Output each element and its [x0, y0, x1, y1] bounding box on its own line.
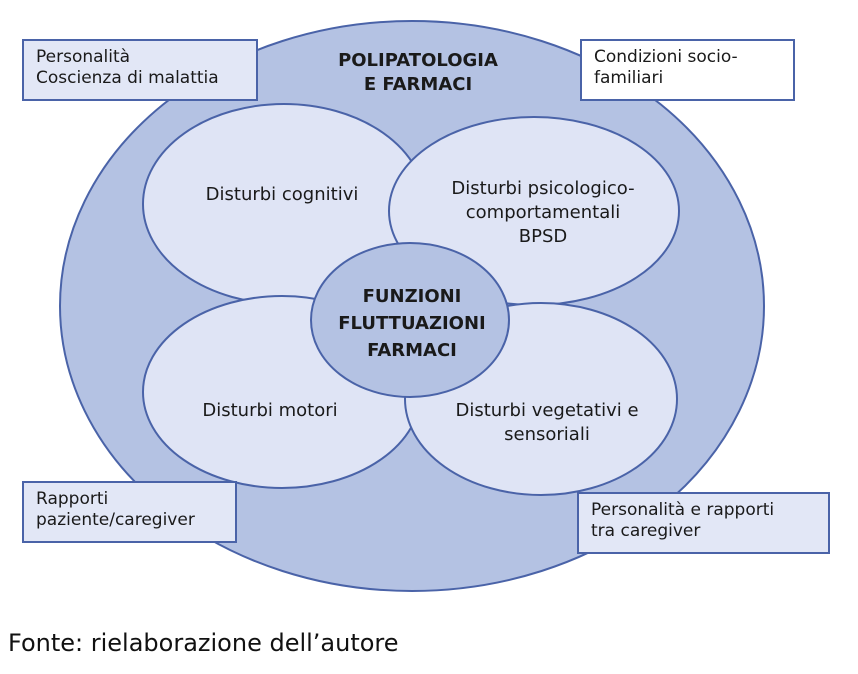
- corner-box-line: familiari: [594, 68, 664, 88]
- text-tl-line: Disturbi cognitivi: [206, 184, 359, 205]
- corner-box-line: paziente/caregiver: [36, 510, 195, 530]
- corner-box-line: tra caregiver: [591, 521, 701, 541]
- petal-vegetative-label: Disturbi vegetativi e sensoriali: [455, 400, 638, 445]
- text-tr-line: BPSD: [519, 226, 568, 247]
- text-tr-line: Disturbi psicologico-: [451, 178, 634, 199]
- center-title-line: FUNZIONI: [363, 286, 462, 307]
- center-title-line: FLUTTUAZIONI: [338, 313, 486, 334]
- source-caption: Fonte: rielaborazione dell’autore: [8, 629, 399, 657]
- outer-title: POLIPATOLOGIA E FARMACI: [338, 50, 498, 95]
- corner-box-top-right: Condizioni socio-familiari: [580, 39, 795, 101]
- text-br-line: Disturbi vegetativi e: [455, 400, 638, 421]
- petal-motor-label: Disturbi motori: [202, 400, 337, 421]
- corner-box-line: Rapporti: [36, 489, 109, 509]
- center-title-line: FARMACI: [367, 340, 457, 361]
- center-title: FUNZIONI FLUTTUAZIONI FARMACI: [338, 286, 486, 361]
- text-br-line: sensoriali: [504, 424, 590, 445]
- corner-box-line: Personalità: [36, 47, 131, 67]
- text-tr-line: comportamentali: [466, 202, 620, 223]
- corner-box-line: Condizioni socio-: [594, 47, 738, 67]
- petal-cognitive-label: Disturbi cognitivi: [206, 184, 359, 205]
- corner-box-line: Personalità e rapporti: [591, 500, 775, 520]
- text-bl-line: Disturbi motori: [202, 400, 337, 421]
- outer-title-line: E FARMACI: [364, 74, 472, 95]
- center-ellipse: [310, 242, 510, 398]
- corner-box-line: Coscienza di malattia: [36, 68, 219, 88]
- outer-title-line: POLIPATOLOGIA: [338, 50, 498, 71]
- diagram-canvas: POLIPATOLOGIA E FARMACI Disturbi cognitiv…: [59, 20, 765, 592]
